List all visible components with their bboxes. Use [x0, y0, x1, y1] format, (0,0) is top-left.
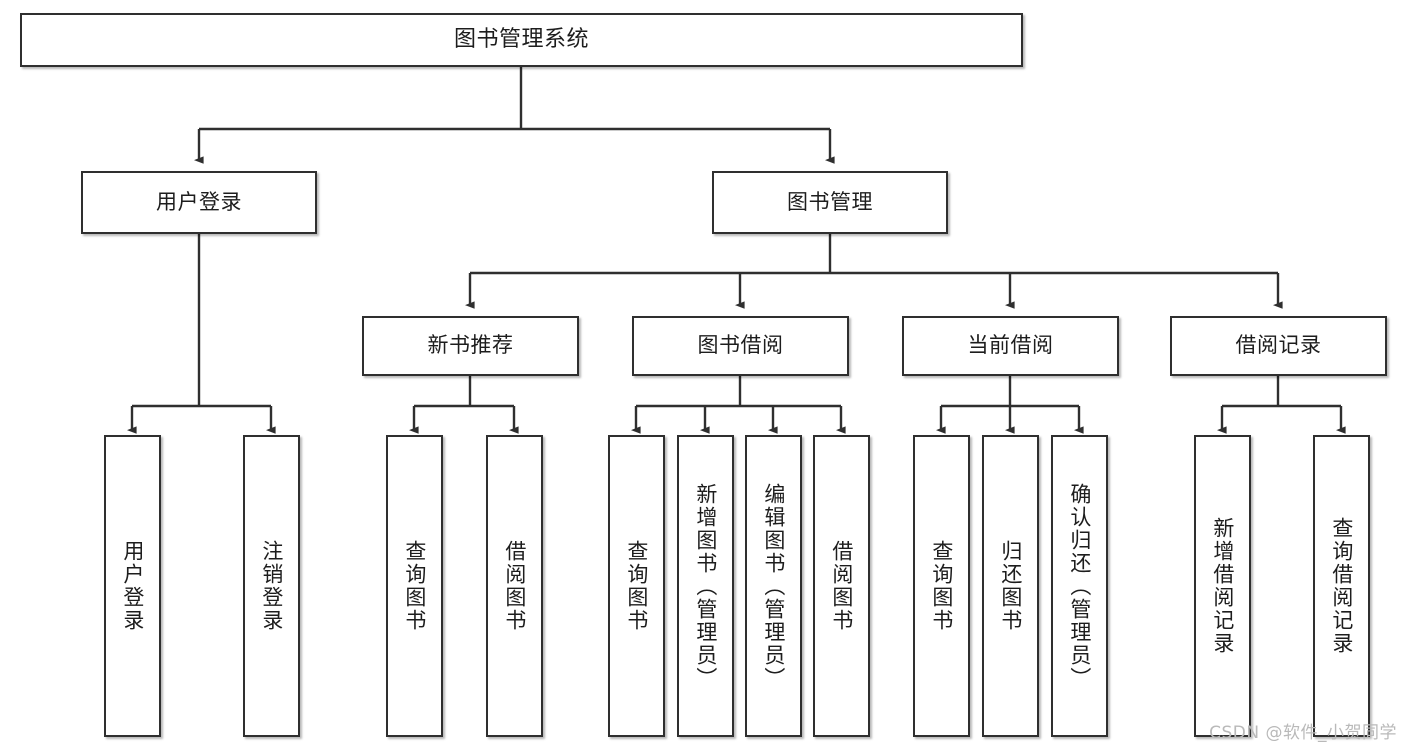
node-leaf-confirm-return[interactable]: 确认归还（管理员） — [1051, 435, 1108, 737]
node-leaf-borrow-book-recommend[interactable]: 借阅图书 — [486, 435, 543, 737]
node-label: 新增图书（管理员） — [693, 482, 718, 690]
node-label: 图书管理 — [787, 189, 873, 214]
node-leaf-query-book-borrow[interactable]: 查询图书 — [608, 435, 665, 737]
node-leaf-add-book[interactable]: 新增图书（管理员） — [677, 435, 734, 737]
node-label: 确认归还（管理员） — [1067, 482, 1092, 690]
node-leaf-return-book[interactable]: 归还图书 — [982, 435, 1039, 737]
node-label: 归还图书 — [998, 540, 1023, 632]
node-leaf-edit-book[interactable]: 编辑图书（管理员） — [745, 435, 802, 737]
node-label: 查询图书 — [929, 540, 954, 632]
node-label: 图书管理系统 — [453, 26, 589, 52]
node-label: 当前借阅 — [967, 333, 1054, 358]
node-leaf-logout[interactable]: 注销登录 — [243, 435, 300, 737]
node-label: 新书推荐 — [427, 333, 514, 358]
node-label: 用户登录 — [120, 540, 145, 632]
node-label: 注销登录 — [259, 540, 284, 632]
node-leaf-user-login[interactable]: 用户登录 — [104, 435, 161, 737]
node-label: 编辑图书（管理员） — [761, 482, 786, 690]
node-book-management[interactable]: 图书管理 — [712, 171, 948, 234]
node-root-book-management-system[interactable]: 图书管理系统 — [20, 13, 1023, 67]
node-label: 用户登录 — [156, 189, 242, 214]
node-user-login[interactable]: 用户登录 — [81, 171, 317, 234]
node-current-borrow[interactable]: 当前借阅 — [902, 316, 1119, 376]
watermark-text: CSDN @软件_小贺同学 — [1209, 723, 1397, 743]
node-leaf-query-book-current[interactable]: 查询图书 — [913, 435, 970, 737]
node-label: 借阅记录 — [1235, 333, 1322, 358]
node-leaf-add-borrow-record[interactable]: 新增借阅记录 — [1194, 435, 1251, 737]
node-book-borrow[interactable]: 图书借阅 — [632, 316, 849, 376]
node-label: 借阅图书 — [829, 540, 854, 632]
node-leaf-borrow-book[interactable]: 借阅图书 — [813, 435, 870, 737]
node-leaf-query-book-recommend[interactable]: 查询图书 — [386, 435, 443, 737]
node-label: 图书借阅 — [697, 333, 784, 358]
node-label: 查询图书 — [624, 540, 649, 632]
node-new-book-recommend[interactable]: 新书推荐 — [362, 316, 579, 376]
node-borrow-record[interactable]: 借阅记录 — [1170, 316, 1387, 376]
node-label: 借阅图书 — [502, 540, 527, 632]
node-label: 查询借阅记录 — [1329, 517, 1354, 655]
node-label: 新增借阅记录 — [1210, 517, 1235, 655]
node-leaf-query-borrow-record[interactable]: 查询借阅记录 — [1313, 435, 1370, 737]
node-label: 查询图书 — [402, 540, 427, 632]
